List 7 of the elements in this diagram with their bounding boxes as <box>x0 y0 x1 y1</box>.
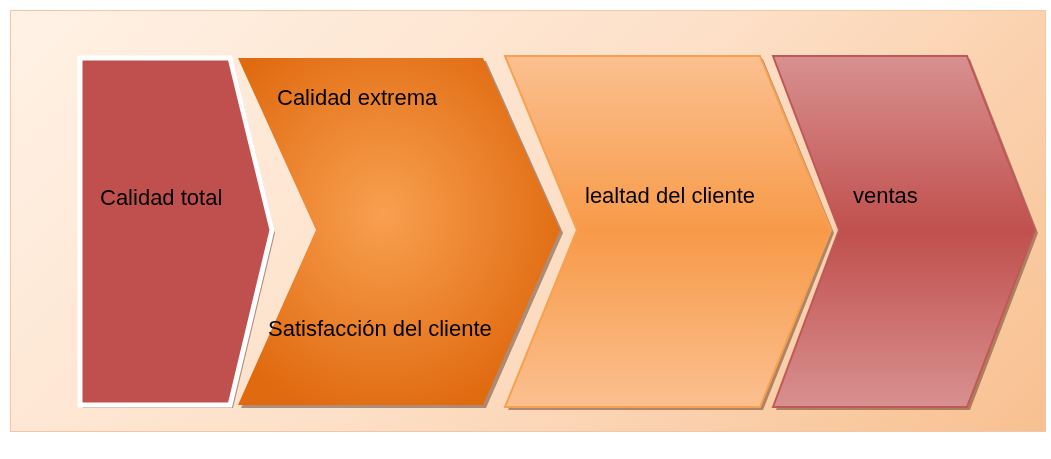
step-label: ventas <box>853 183 918 210</box>
step-label: Calidad total <box>100 185 223 212</box>
chevron-shape <box>505 56 833 407</box>
step-label: lealtad del cliente <box>585 183 755 210</box>
chevron-shape <box>773 56 1037 407</box>
chevron-shape <box>238 58 562 405</box>
step-label: Calidad extrema <box>277 85 438 112</box>
